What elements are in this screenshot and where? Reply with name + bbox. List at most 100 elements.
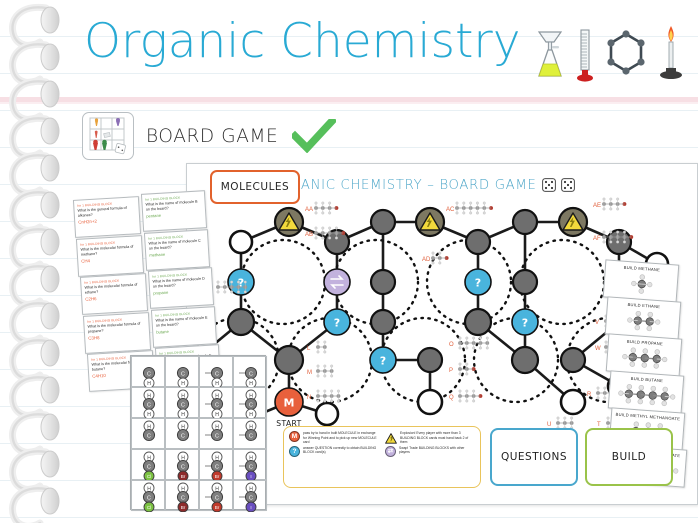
building-block-card[interactable]: H C Br bbox=[199, 449, 233, 482]
build-molecule-card[interactable]: BUILD BUTANE bbox=[607, 370, 685, 414]
explosion-hazard-icon bbox=[278, 212, 300, 231]
board-node-q[interactable]: ? bbox=[227, 268, 255, 296]
board-node-q[interactable]: ? bbox=[511, 308, 539, 336]
question-card[interactable]: for 1 BUILDING BLOCK What is the name of… bbox=[140, 190, 208, 232]
board-node-white[interactable] bbox=[559, 388, 587, 416]
building-block-card[interactable]: H C I bbox=[233, 449, 267, 482]
explosion-hazard-icon bbox=[562, 212, 584, 231]
building-block-card[interactable]: H C Cl bbox=[131, 449, 165, 482]
svg-text:C: C bbox=[215, 371, 219, 377]
board-node-white[interactable] bbox=[228, 229, 254, 255]
building-block-card[interactable]: H C H bbox=[199, 387, 233, 420]
molecule-sketch bbox=[314, 226, 346, 240]
building-block-card[interactable]: H C Cl bbox=[131, 480, 165, 513]
board-node-grey[interactable] bbox=[416, 346, 444, 374]
building-block-card[interactable]: H C Br bbox=[165, 449, 199, 482]
building-block-card[interactable]: C H bbox=[199, 356, 233, 389]
board-node-q[interactable]: ? bbox=[464, 268, 492, 296]
building-block-card[interactable]: C H bbox=[165, 356, 199, 389]
legend-item-text: pass by to hand in built MOLECULE in exc… bbox=[303, 431, 377, 445]
board-node-hazard[interactable] bbox=[557, 206, 589, 238]
legend-question-marker-icon: ? bbox=[289, 445, 300, 457]
board-node-grey[interactable] bbox=[463, 307, 493, 337]
board-game-thumbnail-icon bbox=[82, 112, 134, 160]
question-node-label: ? bbox=[380, 355, 386, 368]
question-card[interactable]: for 1 BUILDING BLOCK What is the molecul… bbox=[83, 311, 152, 354]
spiral-ring bbox=[9, 77, 60, 123]
board-node-grey[interactable] bbox=[510, 345, 540, 375]
building-block-card[interactable]: C H bbox=[131, 356, 165, 389]
question-card[interactable]: for 1 BUILDING BLOCK What is the general… bbox=[72, 196, 142, 238]
building-block-card[interactable]: H C bbox=[233, 418, 267, 449]
building-block-card[interactable]: H C Br bbox=[165, 480, 199, 513]
question-card[interactable]: for 1 BUILDING BLOCK What is the name of… bbox=[151, 305, 218, 348]
question-card[interactable]: for 1 BUILDING BLOCK What is the name of… bbox=[147, 267, 214, 309]
questions-deck-box[interactable]: QUESTIONS bbox=[490, 428, 578, 486]
board-molecule-label: U bbox=[547, 422, 551, 428]
question-card[interactable]: for 1 BUILDING BLOCK What is the name of… bbox=[144, 228, 211, 271]
building-block-card[interactable]: H C H bbox=[233, 387, 267, 420]
board-molecule-label: W bbox=[595, 346, 601, 352]
board-node-hazard[interactable] bbox=[273, 206, 305, 238]
build-card-structure bbox=[606, 305, 680, 336]
board-node-grey[interactable] bbox=[511, 208, 539, 236]
board-node-grey[interactable] bbox=[226, 307, 256, 337]
building-block-card[interactable]: H C Br bbox=[199, 480, 233, 513]
question-node-label: ? bbox=[475, 277, 481, 290]
building-block-card[interactable]: H C bbox=[165, 418, 199, 449]
board-node-grey[interactable] bbox=[511, 268, 539, 296]
board-node-grey[interactable] bbox=[323, 228, 351, 256]
building-block-card[interactable]: H C I bbox=[233, 480, 267, 513]
svg-text:C: C bbox=[147, 495, 151, 501]
building-block-card[interactable]: H C H bbox=[165, 387, 199, 420]
molecule-sketch bbox=[458, 362, 476, 376]
swap-arrows-icon bbox=[330, 275, 344, 289]
board-node-grey[interactable] bbox=[559, 346, 587, 374]
questions-deck-label: QUESTIONS bbox=[500, 451, 568, 463]
molecules-deck-box[interactable]: MOLECULES bbox=[210, 170, 300, 204]
building-block-card[interactable]: H C bbox=[199, 418, 233, 449]
svg-text:C: C bbox=[147, 371, 151, 377]
build-molecule-card[interactable]: BUILD PROPANE bbox=[605, 333, 683, 377]
molecule-sketch bbox=[458, 389, 483, 403]
spiral-ring bbox=[9, 336, 60, 382]
svg-text:H: H bbox=[249, 412, 253, 418]
svg-text:Cl: Cl bbox=[147, 505, 151, 510]
svg-text:H: H bbox=[215, 381, 219, 387]
board-node-grey[interactable] bbox=[369, 268, 397, 296]
svg-text:C: C bbox=[249, 464, 253, 470]
legend-item: ?answer QUESTION correctly to obtain BUI… bbox=[289, 445, 380, 457]
board-node-grey[interactable] bbox=[464, 228, 492, 256]
build-molecule-card[interactable]: BUILD ETHANE bbox=[604, 296, 681, 340]
board-node-grey[interactable] bbox=[273, 344, 305, 376]
question-card[interactable]: for 1 BUILDING BLOCK What is the molecul… bbox=[76, 234, 145, 277]
svg-text:C: C bbox=[249, 371, 253, 377]
start-node-label: M bbox=[284, 397, 295, 410]
svg-text:Cl: Cl bbox=[147, 474, 151, 479]
board-node-grey[interactable] bbox=[369, 208, 397, 236]
build-deck-box[interactable]: BUILD bbox=[585, 428, 673, 486]
board-molecule-label: AB bbox=[305, 232, 313, 238]
svg-text:Br: Br bbox=[215, 474, 220, 479]
svg-text:H: H bbox=[181, 393, 185, 399]
building-block-card[interactable]: H C bbox=[131, 418, 165, 449]
spiral-ring bbox=[9, 114, 60, 160]
board-node-q[interactable]: ? bbox=[323, 308, 351, 336]
building-block-grid[interactable]: C H C H C H C H bbox=[130, 355, 267, 513]
board-node-hazard[interactable] bbox=[414, 206, 446, 238]
page-title: Organic Chemistry bbox=[84, 14, 521, 69]
building-block-card[interactable]: H C H bbox=[131, 387, 165, 420]
building-block-card[interactable]: C H bbox=[233, 356, 267, 389]
board-node-swap[interactable] bbox=[323, 268, 351, 296]
board-node-grey[interactable] bbox=[369, 308, 397, 336]
molecule-sketch bbox=[556, 416, 574, 430]
build-molecule-card[interactable]: BUILD METHANE bbox=[602, 259, 680, 303]
board-node-white[interactable] bbox=[416, 388, 444, 416]
molecule-sketch bbox=[431, 251, 449, 265]
svg-text:H: H bbox=[249, 424, 253, 430]
board-node-q[interactable]: ? bbox=[369, 346, 397, 374]
question-card[interactable]: for 1 BUILDING BLOCK What is the molecul… bbox=[79, 273, 148, 315]
board-game-label: BOARD GAME bbox=[146, 125, 279, 147]
board-node-white[interactable] bbox=[314, 401, 340, 427]
